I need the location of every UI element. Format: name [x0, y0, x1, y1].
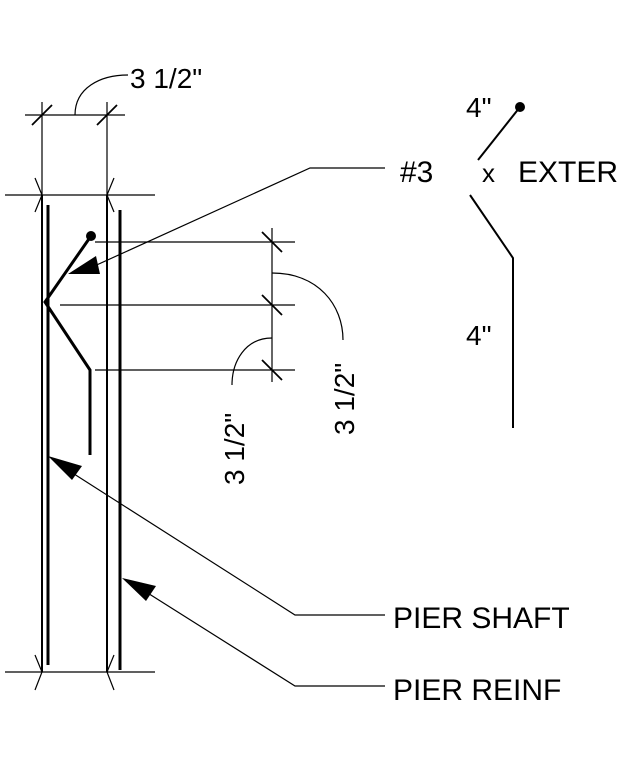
lower-spacing-text: 3 1/2" — [219, 413, 250, 485]
lower-spacing-leader — [231, 337, 273, 386]
top-dim-tick-right — [96, 104, 118, 126]
tie-by-symbol: x — [482, 158, 495, 188]
tie-leader-line — [89, 167, 385, 269]
tie-bar-label: #3 — [400, 156, 433, 189]
spacing-tick-3 — [261, 359, 283, 381]
pier-section — [5, 102, 295, 691]
pier-reinf-arrowhead — [122, 578, 156, 601]
pier-shaft-leader: PIER SHAFT — [48, 456, 570, 635]
top-dim-tick-left — [31, 104, 53, 126]
tie-detail-leg — [469, 194, 514, 428]
tie-hook-length: 4" — [466, 92, 492, 123]
upper-spacing-leader — [271, 272, 344, 341]
tie-callout-leader — [68, 167, 385, 274]
spacing-dimensions: 3 1/2" 3 1/2" — [219, 228, 360, 485]
tie-leg-length: 4" — [466, 320, 492, 351]
pier-shaft-leader-line — [59, 464, 385, 616]
spacing-tick-1 — [261, 231, 283, 253]
top-dim-leader — [74, 74, 129, 116]
pier-reinf-leader: PIER REINF — [122, 578, 561, 707]
tie-type-label: EXTER — [518, 156, 618, 189]
spacing-tick-2 — [261, 294, 283, 316]
top-dimension: 3 1/2" — [25, 63, 202, 126]
pier-shaft-label: PIER SHAFT — [393, 602, 570, 635]
tie-bar — [43, 235, 93, 455]
upper-spacing-text: 3 1/2" — [329, 363, 360, 435]
top-dim-text: 3 1/2" — [130, 63, 202, 94]
pier-shaft-arrowhead — [48, 456, 82, 480]
tie-detail: #3 x EXTER 4" 4" — [400, 92, 618, 428]
pier-reinf-label: PIER REINF — [393, 674, 561, 707]
tie-detail-hook — [477, 106, 521, 161]
pier-reinf-leader-line — [134, 584, 385, 687]
tie-leader-arrowhead — [68, 256, 100, 274]
